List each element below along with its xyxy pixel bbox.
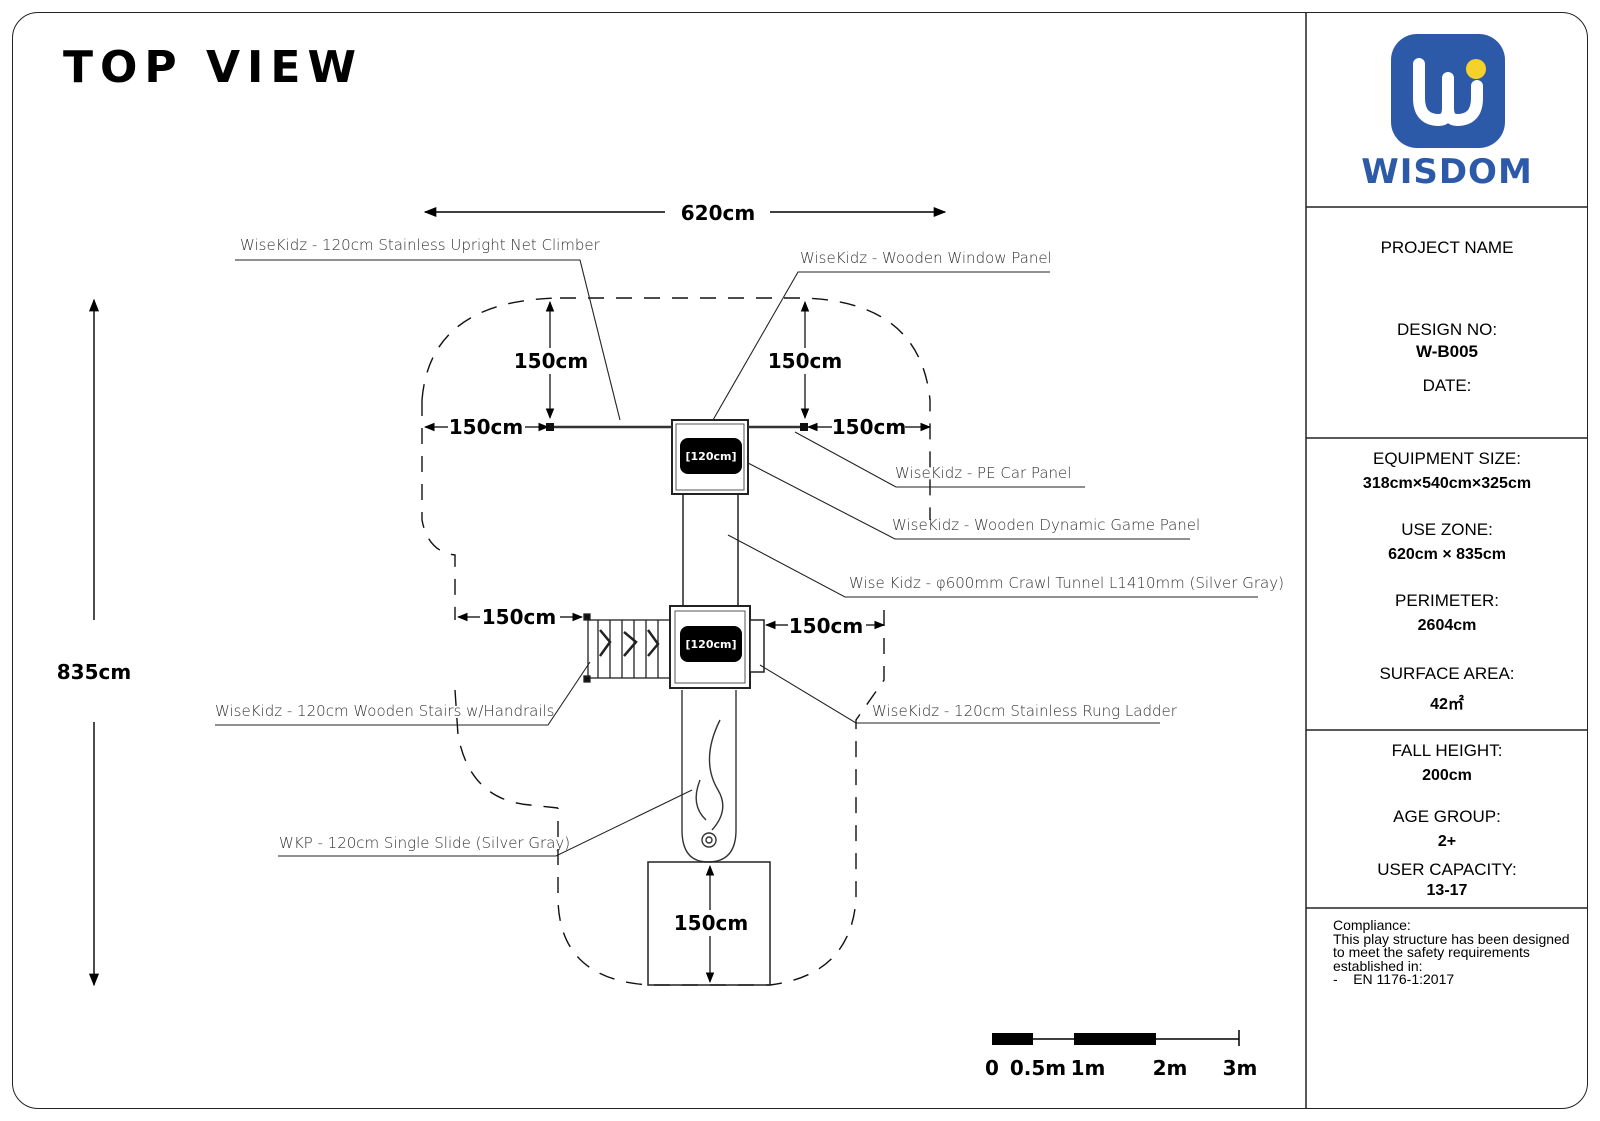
scale-label-2m: 2m — [1153, 1056, 1188, 1080]
slide-runout-zone — [647, 861, 771, 986]
callout-pe-car-panel: WiseKidz - PE Car Panel — [895, 464, 1071, 482]
clearance-left-upper: 150cm — [449, 415, 523, 439]
fall-height-section: FALL HEIGHT: 200cm — [1306, 741, 1588, 785]
clearance-dimension-labels — [512, 348, 844, 936]
equipment-size-value: 318cm×540cm×325cm — [1362, 475, 1532, 492]
callout-window-panel: WiseKidz - Wooden Window Panel — [800, 249, 1052, 267]
use-zone-section: USE ZONE: 620cm × 835cm — [1306, 520, 1588, 564]
title-block-lines — [1305, 12, 1588, 1109]
use-zone-label: USE ZONE: — [1401, 520, 1493, 539]
perimeter-value: 2604cm — [1417, 617, 1477, 634]
perimeter-section: PERIMETER: 2604cm — [1306, 591, 1588, 635]
clearance-top-right: 150cm — [768, 349, 842, 373]
perimeter-label: PERIMETER: — [1395, 591, 1499, 610]
age-group-section: AGE GROUP: 2+ — [1306, 807, 1588, 851]
scale-label-3m: 3m — [1223, 1056, 1258, 1080]
clearance-slide-runout: 150cm — [674, 911, 748, 935]
callout-rung-ladder: WiseKidz - 120cm Stainless Rung Ladder — [872, 702, 1178, 720]
title-block: WISDOM PROJECT NAME DESIGN NO: W-B005 DA… — [1306, 12, 1588, 1109]
clearance-right-upper: 150cm — [832, 415, 906, 439]
user-capacity-value: 13-17 — [1426, 882, 1468, 899]
date-label: DATE: — [1422, 376, 1472, 395]
single-slide — [681, 690, 737, 863]
age-group-value: 2+ — [1437, 833, 1457, 850]
design-no-section: DESIGN NO: W-B005 — [1306, 320, 1588, 362]
scale-label-0-5m: 0.5m — [1010, 1056, 1066, 1080]
design-no-label: DESIGN NO: — [1396, 320, 1498, 339]
user-capacity-section: USER CAPACITY: 13-17 — [1306, 860, 1588, 900]
top-platform-height: [120cm] — [686, 450, 737, 463]
date-section: DATE: — [1306, 376, 1588, 396]
fall-height-value: 200cm — [1422, 767, 1472, 784]
callout-single-slide: WKP - 120cm Single Slide (Silver Gray) — [279, 834, 570, 852]
clearance-right-lower: 150cm — [789, 614, 863, 638]
use-zone-value: 620cm × 835cm — [1388, 546, 1506, 563]
scale-bar — [992, 1030, 1240, 1046]
top-platform: [120cm] — [546, 419, 808, 495]
callout-leaders — [215, 259, 1258, 857]
callout-crawl-tunnel: Wise Kidz - φ600mm Crawl Tunnel L1410mm … — [849, 574, 1284, 592]
brand-name: WISDOM — [1361, 152, 1533, 192]
project-name-section: PROJECT NAME — [1306, 238, 1588, 258]
compliance-note: Compliance: This play structure has been… — [1333, 917, 1570, 987]
equipment-size-section: EQUIPMENT SIZE: 318cm×540cm×325cm — [1306, 449, 1588, 493]
wisdom-logo-icon — [1391, 34, 1505, 148]
surface-area-section: SURFACE AREA: 42㎡ — [1306, 664, 1588, 714]
project-name-label: PROJECT NAME — [1380, 238, 1514, 257]
wooden-stairs — [583, 613, 671, 683]
fall-height-label: FALL HEIGHT: — [1391, 741, 1503, 760]
callout-net-climber: WiseKidz - 120cm Stainless Upright Net C… — [240, 236, 601, 254]
surface-area-label: SURFACE AREA: — [1379, 664, 1515, 683]
age-group-label: AGE GROUP: — [1393, 807, 1501, 826]
callout-wooden-stairs: WiseKidz - 120cm Wooden Stairs w/Handrai… — [215, 702, 555, 720]
lower-platform-height: [120cm] — [686, 638, 737, 651]
overall-width-label: 620cm — [681, 201, 755, 225]
lower-platform: [120cm] — [669, 605, 765, 689]
surface-area-value: 42㎡ — [1430, 696, 1464, 713]
scale-label-1m: 1m — [1071, 1056, 1106, 1080]
overall-dimension-lines — [88, 206, 947, 987]
overall-height-label: 835cm — [57, 660, 131, 684]
user-capacity-label: USER CAPACITY: — [1377, 860, 1517, 879]
clearance-left-lower: 150cm — [482, 605, 556, 629]
sheet-border — [12, 12, 1588, 1109]
crawl-tunnel — [682, 494, 739, 608]
scale-label-0: 0 — [985, 1056, 999, 1080]
clearance-top-left: 150cm — [514, 349, 588, 373]
design-no-value: W-B005 — [1415, 342, 1478, 361]
callout-dynamic-game-panel: WiseKidz - Wooden Dynamic Game Panel — [892, 516, 1200, 534]
equipment-size-label: EQUIPMENT SIZE: — [1373, 449, 1521, 468]
view-title: TOP VIEW — [63, 42, 363, 93]
